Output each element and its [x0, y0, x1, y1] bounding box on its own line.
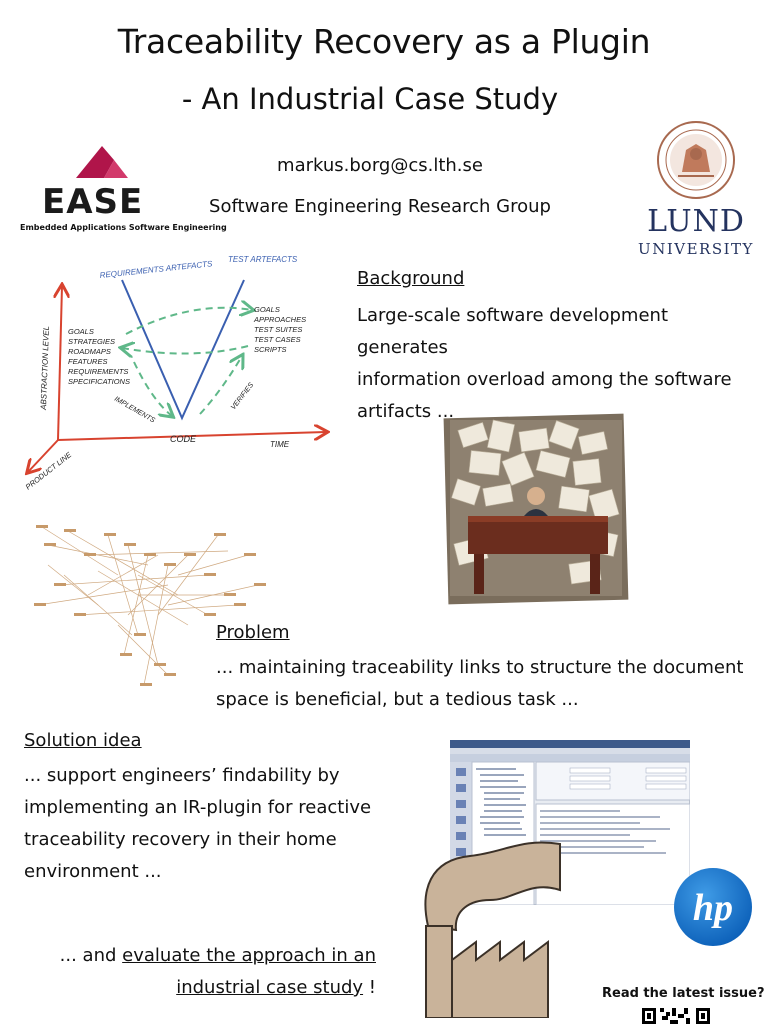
ease-logo-name: EASE — [42, 182, 144, 222]
hp-logo: hp — [674, 868, 752, 946]
factory-illustration — [424, 841, 561, 1018]
left-list-3: FEATURES — [68, 357, 107, 366]
solution-text: ... support engineers’ findability by im… — [24, 760, 384, 888]
background-line: artifacts ... — [357, 401, 455, 422]
solution-line: ... support engineers’ findability by — [24, 765, 340, 786]
tool-screenshot — [450, 740, 690, 905]
v-model-diagram: REQUIREMENTS ARTEFACTS TEST ARTEFACTS GO… — [24, 255, 340, 492]
right-list-2: TEST SUITES — [254, 325, 302, 334]
lund-logo-name: LUND — [647, 204, 745, 239]
implements-label: IMPLEMENTS — [113, 396, 156, 425]
background-heading: Background — [357, 268, 465, 289]
evaluate-link-part1[interactable]: evaluate the approach in an — [122, 945, 376, 966]
left-list-4: REQUIREMENTS — [68, 367, 128, 376]
solution-line: implementing an IR-plugin for reactive — [24, 797, 372, 818]
time-axis — [57, 432, 326, 441]
background-text: Large-scale software development generat… — [357, 300, 762, 428]
left-list-2: ROADMAPS — [68, 347, 111, 356]
evaluate-suffix: ! — [363, 977, 376, 998]
background-line: information overload among the software — [357, 369, 732, 390]
left-list-1: STRATEGIES — [68, 337, 115, 346]
test-label: TEST ARTEFACTS — [228, 255, 298, 264]
product-line-axis — [28, 439, 59, 472]
problem-text: ... maintaining traceability links to st… — [216, 652, 756, 716]
right-list-0: GOALS — [254, 305, 280, 314]
research-group: Software Engineering Research Group — [209, 196, 551, 217]
problem-line: space is beneficial, but a tedious task … — [216, 689, 579, 710]
solution-line: traceability recovery in their home — [24, 829, 337, 850]
poster-title: Traceability Recovery as a Plugin — [117, 22, 651, 61]
requirements-label: REQUIREMENTS ARTEFACTS — [99, 259, 213, 280]
problem-heading: Problem — [216, 622, 290, 643]
evaluate-link-part2[interactable]: industrial case study — [176, 977, 364, 998]
abstraction-label: ABSTRACTION LEVEL — [39, 326, 51, 411]
time-label: TIME — [270, 440, 290, 449]
evaluate-prefix: ... and — [59, 945, 123, 966]
verifies-label: VERIFIES — [230, 382, 255, 412]
abstraction-axis — [58, 286, 62, 441]
solution-line: environment ... — [24, 861, 162, 882]
hp-logo-text: hp — [693, 887, 733, 929]
paper-overload-photo — [443, 413, 629, 605]
lund-university-logo: LUND UNIVERSITY — [634, 120, 758, 260]
background-line: Large-scale software development generat… — [357, 305, 669, 358]
read-latest-issue: Read the latest issue? — [602, 986, 765, 1001]
verifies-arrow — [199, 356, 242, 415]
implements-arrow — [133, 361, 172, 416]
university-seal-icon — [657, 121, 735, 199]
ease-logo-tagline: Embedded Applications Software Engineeri… — [20, 223, 227, 232]
product-line-label: PRODUCT LINE — [24, 449, 74, 491]
right-list-1: APPROACHES — [253, 315, 306, 324]
solution-heading: Solution idea — [24, 730, 142, 751]
evaluate-text: ... and evaluate the approach in an indu… — [40, 940, 376, 1004]
v-shape — [121, 279, 245, 421]
traceability-network-graph — [34, 525, 266, 686]
left-list-5: SPECIFICATIONS — [68, 377, 130, 386]
ease-logo: EASE Embedded Applications Software Engi… — [18, 142, 227, 237]
left-list-0: GOALS — [68, 327, 94, 336]
ease-logo-mark-icon — [76, 146, 128, 178]
problem-line: ... maintaining traceability links to st… — [216, 657, 744, 678]
right-list-4: SCRIPTS — [254, 345, 287, 354]
qr-code-icon[interactable] — [640, 1006, 714, 1024]
trace-arrow-upper — [125, 308, 252, 335]
lund-logo-sub: UNIVERSITY — [638, 240, 754, 258]
right-list-3: TEST CASES — [254, 335, 301, 344]
author-email[interactable]: markus.borg@cs.lth.se — [277, 155, 483, 176]
code-label: CODE — [170, 434, 197, 444]
poster-subtitle: - An Industrial Case Study — [181, 82, 559, 116]
trace-arrow-lower — [122, 346, 249, 354]
